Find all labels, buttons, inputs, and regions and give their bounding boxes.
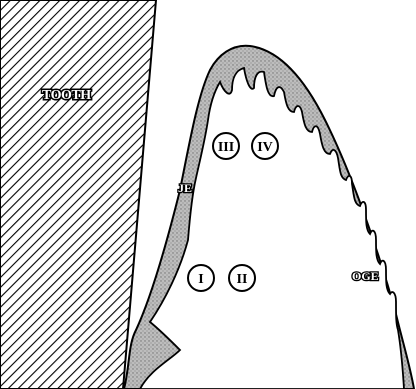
region-label: II [237,272,248,287]
tooth-shape [0,0,156,389]
region-marker-IV: IV [252,133,278,159]
oge-label: OGE [352,269,379,283]
region-marker-III: III [213,133,239,159]
tooth-label: TOOTH [42,88,91,103]
je-label: JE [178,181,192,195]
region-label: IV [257,140,273,155]
region-marker-II: II [229,265,255,291]
region-marker-I: I [188,265,214,291]
region-label: III [218,140,234,155]
region-label: I [198,272,203,287]
